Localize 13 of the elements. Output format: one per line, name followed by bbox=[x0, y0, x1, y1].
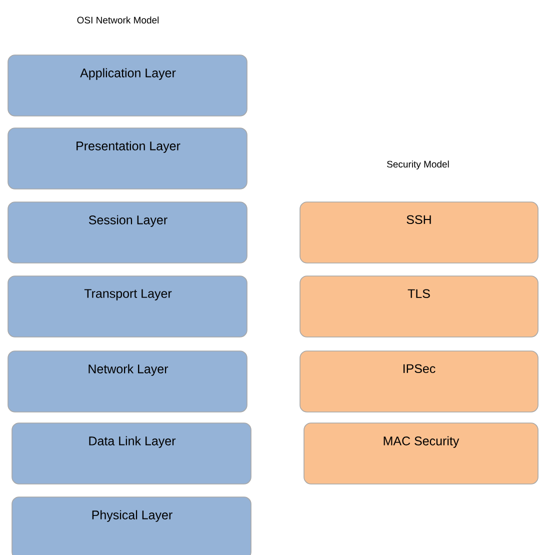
layer-box: Transport Layer bbox=[8, 276, 248, 338]
layer-box: Session Layer bbox=[8, 202, 248, 264]
layer-box: Application Layer bbox=[8, 54, 248, 116]
layer-box: SSH bbox=[300, 202, 538, 264]
column-heading: OSI Network Model bbox=[77, 16, 159, 24]
layer-box: IPSec bbox=[300, 350, 538, 412]
layer-box: Physical Layer bbox=[12, 496, 252, 555]
layer-box: Network Layer bbox=[8, 350, 248, 412]
layer-box: MAC Security bbox=[304, 422, 538, 484]
column-heading: Security Model bbox=[387, 160, 449, 170]
layer-box: Data Link Layer bbox=[12, 422, 252, 484]
layer-box: TLS bbox=[300, 276, 538, 338]
layer-box: Presentation Layer bbox=[8, 128, 248, 190]
